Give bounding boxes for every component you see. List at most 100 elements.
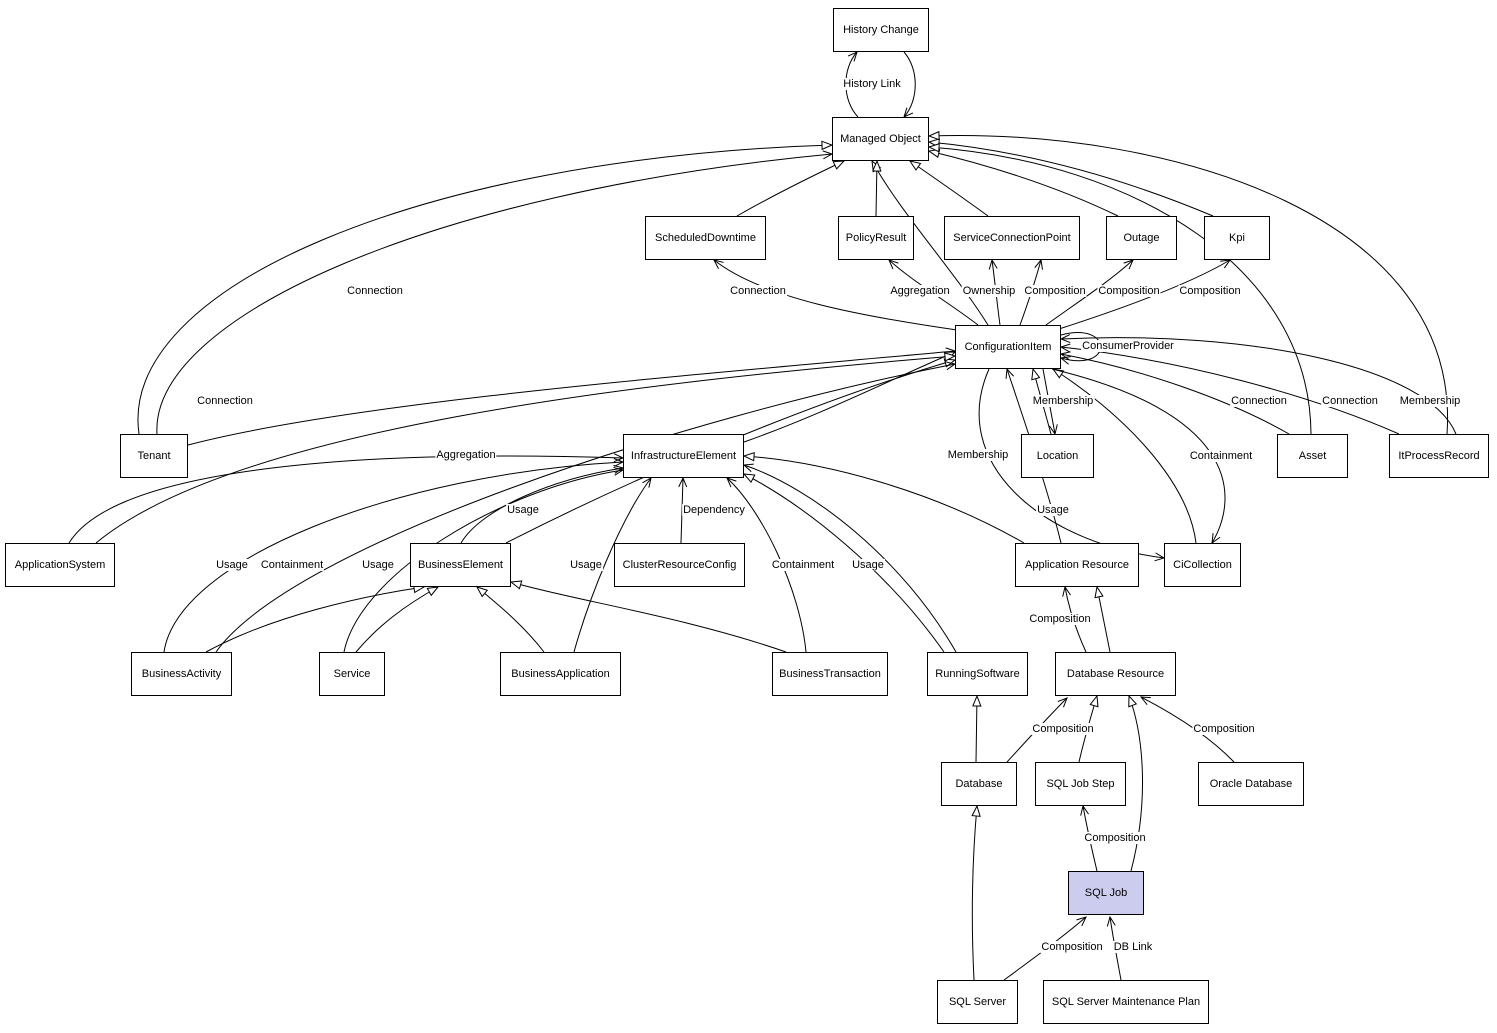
edge-label-configurationitem-ownership-serviceconnectionpoint: Ownership bbox=[961, 285, 1017, 297]
edge-label-applicationsystem-aggregation-infrastructureelement: Aggregation bbox=[435, 449, 497, 461]
edge-label-clusterresourceconfig-dependency-infrastructureelement: Dependency bbox=[682, 504, 746, 516]
edge-kpi-isa-managedobject[interactable] bbox=[929, 142, 1214, 217]
edge-label-itprocessrecord-membership-configurationitem: Membership bbox=[1398, 395, 1462, 407]
edge-label-databaseresource-composition-applicationresource: Composition bbox=[1028, 613, 1092, 625]
edge-businessactivity-isa-businesselement[interactable] bbox=[205, 587, 424, 653]
edge-itprocessrecord-isa-managedobject[interactable] bbox=[929, 136, 1448, 435]
edge-applicationresource-isa-infrastructureelement[interactable] bbox=[744, 456, 1025, 544]
edge-runningsoftware-usage-infrastructureelement[interactable] bbox=[742, 463, 957, 653]
edge-label-tenant-connection-managedobject: Connection bbox=[346, 285, 404, 297]
node-business-element[interactable]: BusinessElement bbox=[410, 543, 511, 587]
edge-configurationitem-isa-managedobject[interactable] bbox=[872, 161, 989, 326]
edge-label-configurationitem-composition-serviceconnectionpoint: Composition bbox=[1023, 285, 1087, 297]
node-service[interactable]: Service bbox=[319, 652, 385, 696]
edge-label-service-usage-infrastructureelement: Usage bbox=[361, 559, 395, 571]
node-ci-collection[interactable]: CiCollection bbox=[1164, 543, 1241, 587]
edge-businessactivity-usage-infrastructureelement[interactable] bbox=[163, 458, 625, 653]
edge-applicationsystem-isa-configurationitem[interactable] bbox=[95, 356, 955, 544]
node-database-resource[interactable]: Database Resource bbox=[1055, 652, 1176, 696]
edge-label-configurationitem-aggregation-policyresult: Aggregation bbox=[889, 285, 951, 297]
edge-clusterresourceconfig-dependency-infrastructureelement[interactable] bbox=[678, 476, 688, 544]
edge-label-businesstransaction-containment-infrastructureelement: Containment bbox=[770, 559, 836, 571]
edge-service-isa-businesselement[interactable] bbox=[355, 587, 438, 653]
edge-asset-isa-managedobject[interactable] bbox=[929, 147, 1312, 435]
edge-cicollection-isa-configurationitem[interactable] bbox=[1053, 369, 1197, 544]
edge-historylink-right-arc[interactable] bbox=[903, 51, 916, 118]
edge-label-tenant-connection-configurationitem: Connection bbox=[196, 395, 254, 407]
edge-itprocessrecord-membership-configurationitem[interactable] bbox=[1059, 334, 1457, 435]
node-sql-server-maintenance-plan[interactable]: SQL Server Maintenance Plan bbox=[1043, 980, 1209, 1024]
node-kpi[interactable]: Kpi bbox=[1204, 216, 1270, 260]
node-it-process-record[interactable]: ItProcessRecord bbox=[1389, 434, 1489, 478]
edge-businessactivity-containment-configurationitem[interactable] bbox=[215, 361, 957, 653]
edge-outage-isa-managedobject[interactable] bbox=[929, 151, 1119, 217]
node-business-transaction[interactable]: BusinessTransaction bbox=[772, 652, 888, 696]
node-application-system[interactable]: ApplicationSystem bbox=[5, 543, 115, 587]
edge-businesstransaction-isa-businesselement[interactable] bbox=[511, 582, 787, 653]
node-outage[interactable]: Outage bbox=[1106, 216, 1177, 260]
edge-businessapplication-usage-infrastructureelement[interactable] bbox=[573, 477, 652, 653]
edge-label-businessactivity-containment-configurationitem: Containment bbox=[259, 559, 325, 571]
edge-scheduleddowntime-isa-managedobject[interactable] bbox=[736, 161, 844, 217]
edge-label-configurationitem-membership-cicollection: Membership bbox=[946, 449, 1010, 461]
edge-label-configurationitem-connection-scheduleddowntime: Connection bbox=[729, 285, 787, 297]
edge-label-asset-connection-configurationitem: Connection bbox=[1230, 395, 1288, 407]
node-policy-result[interactable]: PolicyResult bbox=[838, 216, 914, 260]
node-sql-job-step[interactable]: SQL Job Step bbox=[1035, 762, 1126, 806]
node-sql-server[interactable]: SQL Server bbox=[937, 980, 1018, 1024]
edge-label-database-composition-databaseresource: Composition bbox=[1031, 723, 1095, 735]
node-managed-object[interactable]: Managed Object bbox=[832, 117, 929, 161]
edge-label-sqljob-composition-sqljobstep: Composition bbox=[1083, 832, 1147, 844]
edge-applicationsystem-aggregation-infrastructureelement[interactable] bbox=[68, 453, 625, 544]
edge-serviceconnectionpoint-isa-managedobject[interactable] bbox=[910, 161, 989, 217]
edge-sqljob-isa-databaseresource[interactable] bbox=[1129, 696, 1143, 872]
node-business-application[interactable]: BusinessApplication bbox=[500, 652, 621, 696]
edge-tenant-connection-configurationitem[interactable] bbox=[187, 347, 957, 446]
edge-tenant-isa-managedobject[interactable] bbox=[137, 145, 832, 435]
edge-asset-connection-configurationitem[interactable] bbox=[1059, 351, 1290, 435]
edge-policyresult-isa-managedobject[interactable] bbox=[876, 161, 877, 217]
edge-configurationitem-connection-scheduleddowntime[interactable] bbox=[713, 259, 958, 331]
node-scheduled-downtime[interactable]: ScheduledDowntime bbox=[645, 216, 766, 260]
node-sql-job[interactable]: SQL Job bbox=[1068, 871, 1144, 915]
node-database[interactable]: Database bbox=[941, 762, 1017, 806]
node-application-resource[interactable]: Application Resource bbox=[1015, 543, 1139, 587]
node-business-activity[interactable]: BusinessActivity bbox=[131, 652, 232, 696]
edge-businessapplication-isa-businesselement[interactable] bbox=[477, 587, 545, 653]
node-configuration-item[interactable]: ConfigurationItem bbox=[955, 325, 1061, 369]
edge-sqlserver-isa-database[interactable] bbox=[972, 806, 977, 981]
edge-runningsoftware-isa-infrastructureelement[interactable] bbox=[744, 474, 945, 653]
edge-service-usage-infrastructureelement[interactable] bbox=[343, 466, 625, 653]
edge-itprocessrecord-connection-configurationitem[interactable] bbox=[1059, 343, 1400, 435]
edge-infrastructureelement-isa-configurationitem[interactable] bbox=[743, 352, 955, 443]
edge-label-businesselement-usage-infrastructureelement: Usage bbox=[506, 504, 540, 516]
edge-label-businessapplication-usage-infrastructureelement: Usage bbox=[569, 559, 603, 571]
edge-configurationitem-composition-outage[interactable] bbox=[1045, 259, 1134, 326]
node-running-software[interactable]: RunningSoftware bbox=[927, 652, 1028, 696]
edge-label-configurationitem-composition-kpi: Composition bbox=[1178, 285, 1242, 297]
edge-label-sqlserver-composition-sqljob: Composition bbox=[1040, 941, 1104, 953]
node-asset[interactable]: Asset bbox=[1277, 434, 1348, 478]
edge-label-sqlservermaintenanceplan-dblink-sqljob: DB Link bbox=[1112, 941, 1154, 953]
edge-label-runningsoftware-usage-infrastructureelement: Usage bbox=[851, 559, 885, 571]
edge-businesselement-usage-infrastructureelement[interactable] bbox=[460, 464, 625, 544]
edge-oracledatabase-composition-databaseresource[interactable] bbox=[1139, 696, 1235, 763]
edge-databaseresource-isa-applicationresource[interactable] bbox=[1097, 587, 1111, 653]
node-infrastructure-element[interactable]: InfrastructureElement bbox=[623, 434, 744, 478]
node-location[interactable]: Location bbox=[1021, 434, 1094, 478]
edge-tenant-connection-managedobject[interactable] bbox=[156, 150, 834, 435]
edge-label-historylink-right-arc: History Link bbox=[842, 78, 902, 90]
edge-label-oracledatabase-composition-databaseresource: Composition bbox=[1192, 723, 1256, 735]
node-history-change[interactable]: History Change bbox=[833, 8, 929, 52]
node-service-connection-point[interactable]: ServiceConnectionPoint bbox=[944, 216, 1080, 260]
node-oracle-database[interactable]: Oracle Database bbox=[1198, 762, 1304, 806]
edge-businesstransaction-containment-infrastructureelement[interactable] bbox=[726, 477, 807, 653]
node-cluster-resource-config[interactable]: ClusterResourceConfig bbox=[614, 543, 745, 587]
edge-label-businessactivity-usage-infrastructureelement: Usage bbox=[215, 559, 249, 571]
edge-database-isa-runningsoftware[interactable] bbox=[976, 696, 977, 763]
node-tenant[interactable]: Tenant bbox=[120, 434, 188, 478]
edge-label-configurationitem-membership-location: Membership bbox=[1031, 395, 1095, 407]
